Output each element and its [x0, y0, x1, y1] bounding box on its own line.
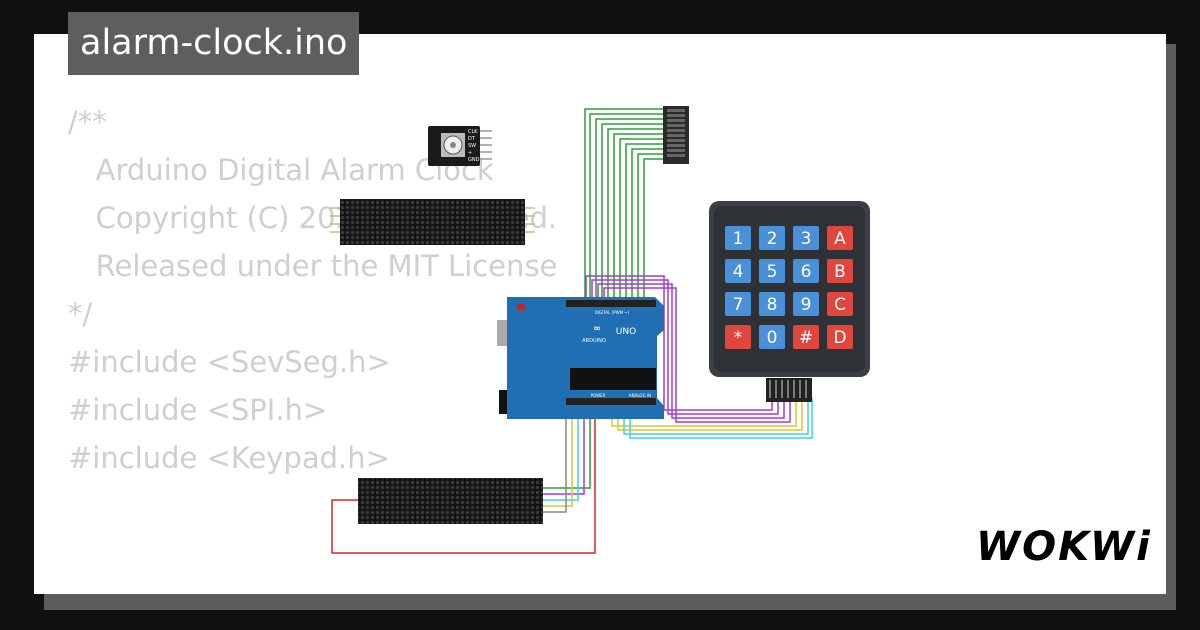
keypad-key[interactable]	[827, 259, 853, 283]
keypad-key-label: B	[834, 262, 846, 282]
keypad-key[interactable]	[725, 292, 751, 316]
encoder-pin-label: CLK	[468, 129, 478, 135]
code-line: #include <SPI.h>	[68, 393, 328, 427]
keypad-key-label: 1	[733, 229, 744, 249]
code-line: */	[68, 297, 93, 331]
keypad-key-label: 8	[767, 295, 778, 315]
keypad-key-label: 2	[767, 229, 778, 249]
arduino-digital-label: DIGITAL (PWM ~)	[595, 310, 630, 315]
code-line: #include <SevSeg.h>	[68, 345, 391, 379]
encoder-pin-label: DT	[468, 136, 476, 142]
keypad-key[interactable]	[827, 325, 853, 349]
wire-bundle-header	[584, 108, 664, 302]
keypad-key[interactable]	[725, 259, 751, 283]
keypad-key-label: D	[833, 328, 846, 348]
keypad-key-label: 7	[733, 295, 744, 315]
keypad-key-label: 6	[801, 262, 812, 282]
code-preview: /** Arduino Digital Alarm Clock Copyrigh…	[68, 98, 557, 482]
rotary-encoder: CLK DT SW + GND	[428, 126, 492, 166]
arduino-logo: ∞	[593, 324, 601, 334]
code-line: /**	[68, 105, 107, 139]
arduino-uno: ∞ ARDUINO UNO DIGITAL (PWM ~) POWER ANAL…	[497, 297, 664, 419]
arduino-model: UNO	[616, 327, 636, 337]
encoder-pin-label: GND	[468, 157, 480, 163]
filename-badge: alarm-clock.ino	[68, 12, 360, 75]
keypad-key[interactable]	[759, 292, 785, 316]
keypad-key[interactable]	[793, 325, 819, 349]
keypad-key[interactable]	[793, 259, 819, 283]
led-matrix-top	[330, 199, 535, 245]
keypad-key[interactable]	[827, 292, 853, 316]
keypad-key-label: 5	[767, 262, 778, 282]
led-matrix-bottom	[358, 478, 543, 524]
keypad-keys: 1 2 3 A 4 5 6 B 7 8 9 C * 0 # D	[725, 226, 853, 349]
keypad-key-label: 3	[801, 229, 812, 249]
encoder-pin-label: +	[468, 150, 472, 156]
keypad-key-label: C	[834, 295, 846, 315]
keypad-key-label: #	[799, 328, 813, 348]
keypad-key[interactable]	[793, 226, 819, 250]
keypad-key[interactable]	[759, 259, 785, 283]
keypad-key[interactable]	[725, 226, 751, 250]
encoder-pin-label: SW	[468, 143, 476, 149]
arduino-power-label: POWER	[591, 393, 606, 398]
code-line: Released under the MIT License	[68, 249, 558, 283]
arduino-brand: ARDUINO	[582, 338, 606, 344]
keypad-key[interactable]	[725, 325, 751, 349]
keypad-key-label: 9	[801, 295, 812, 315]
keypad-key-label: A	[834, 229, 846, 249]
arduino-analog-label: ANALOG IN	[629, 393, 651, 398]
keypad-key[interactable]	[827, 226, 853, 250]
keypad-key-label: 4	[733, 262, 744, 282]
keypad-key[interactable]	[759, 226, 785, 250]
pin-header-strip	[663, 106, 689, 164]
keypad-key[interactable]	[759, 325, 785, 349]
keypad-key[interactable]	[793, 292, 819, 316]
keypad-key-label: *	[734, 328, 743, 348]
wokwi-logo: WOKWi	[976, 524, 1152, 570]
keypad-key-label: 0	[767, 328, 778, 348]
code-line: #include <Keypad.h>	[68, 441, 390, 475]
